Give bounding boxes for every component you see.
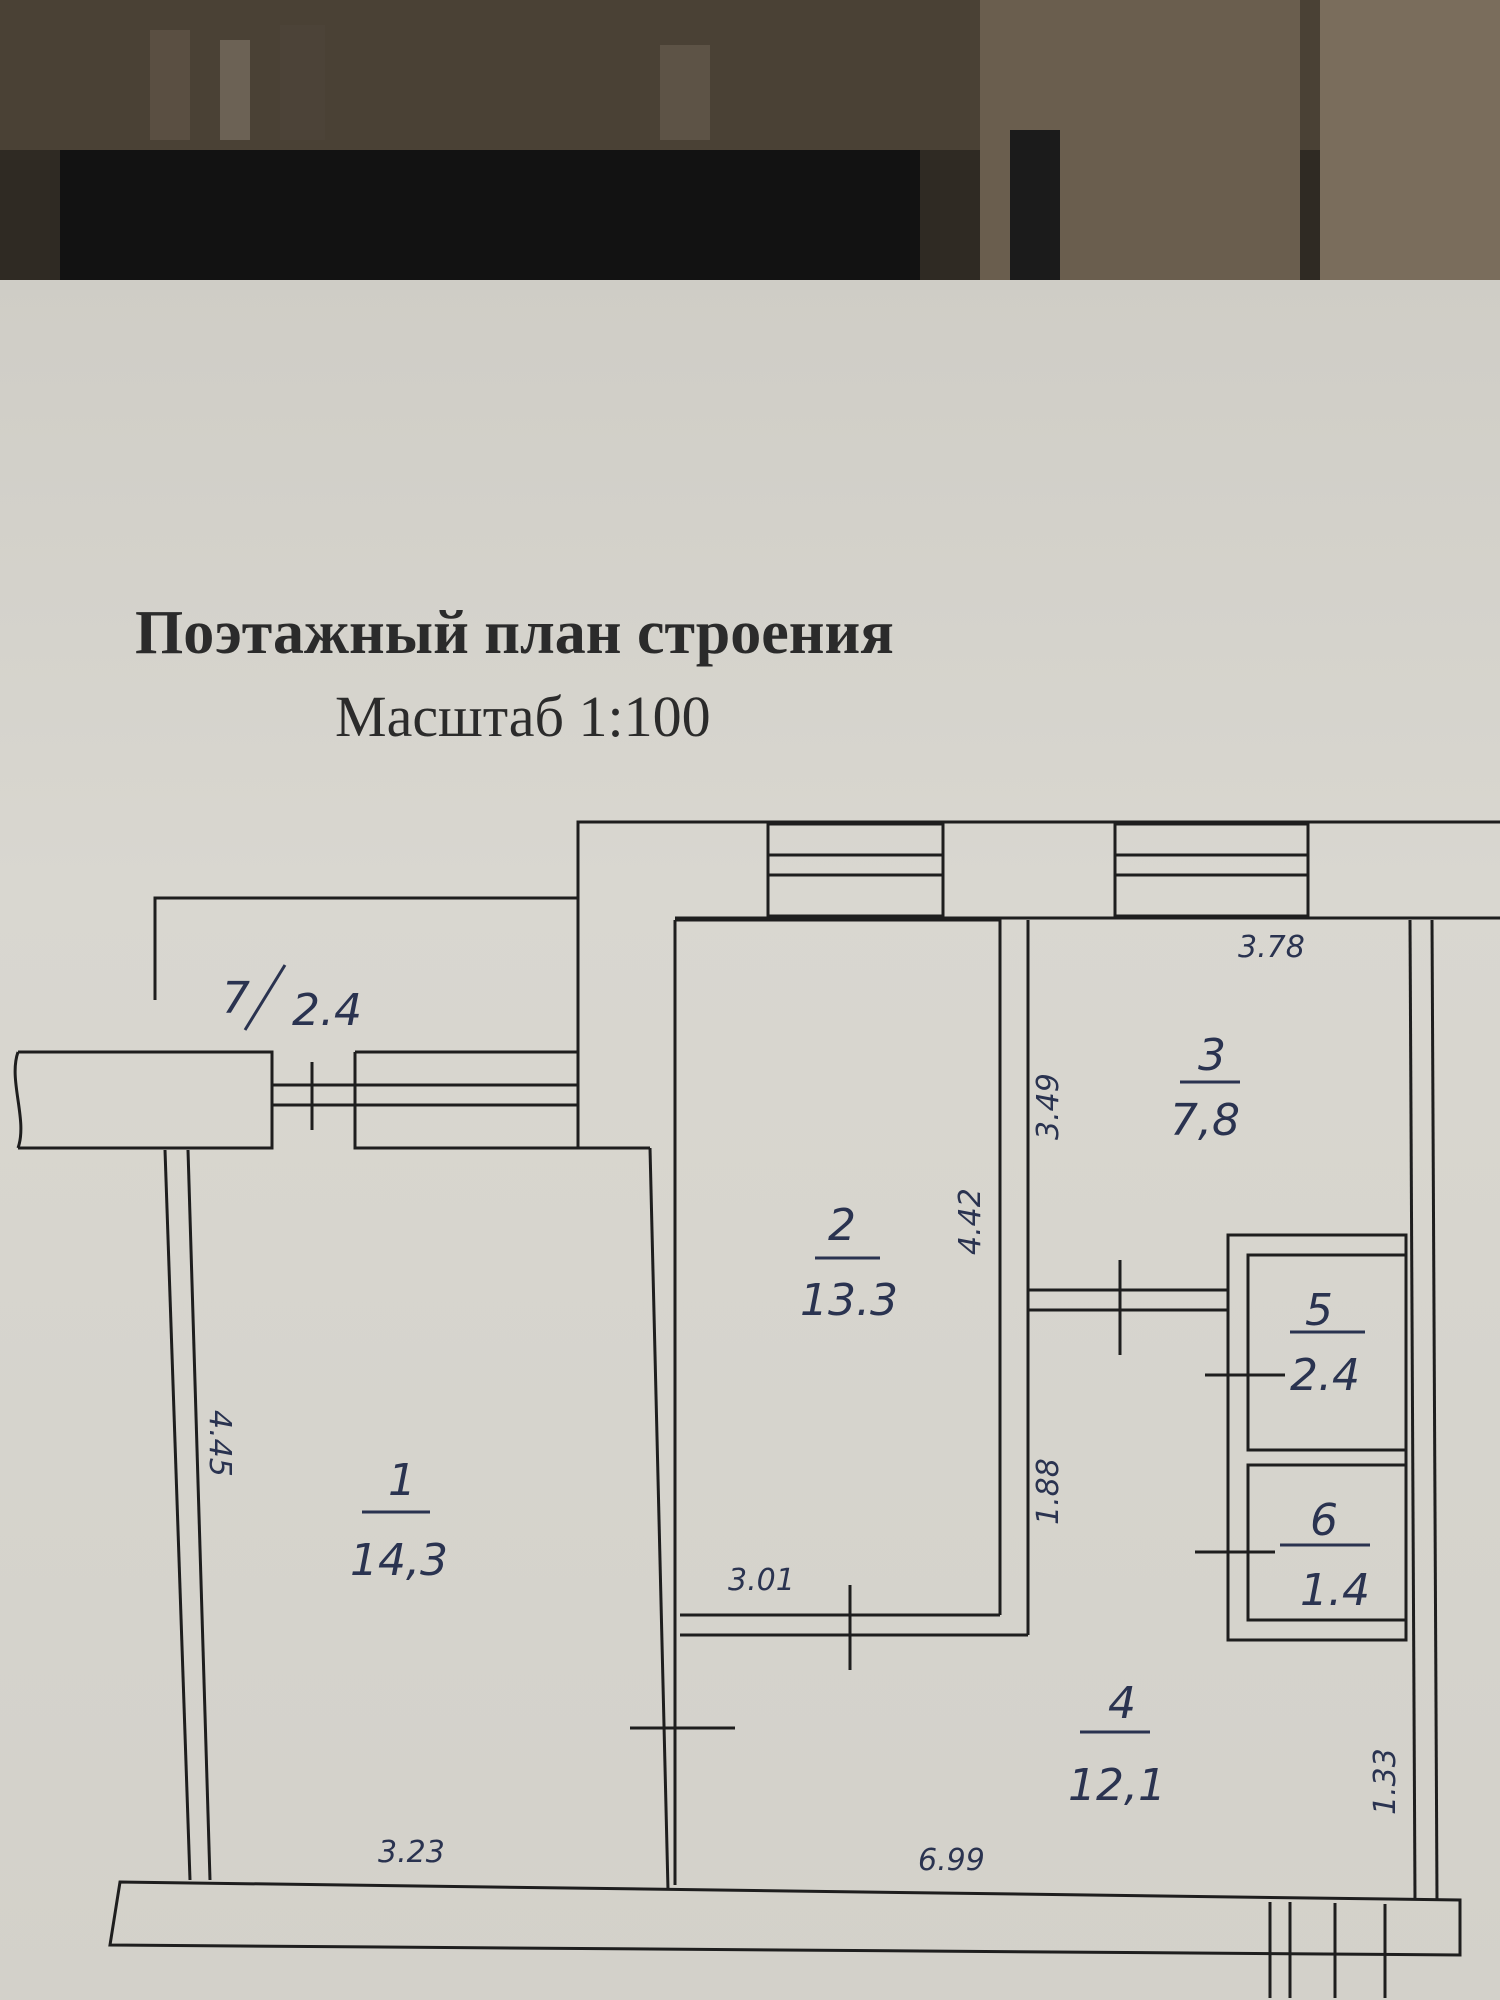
dim-room3-height: 3.49 <box>1031 1073 1066 1140</box>
room1-number: 1 <box>388 1455 416 1506</box>
room5-number: 5 <box>1305 1285 1333 1336</box>
room7-area: 2.4 <box>292 985 362 1036</box>
room5-area: 2.4 <box>1290 1350 1360 1401</box>
dim-room3-width: 3.78 <box>1238 930 1305 965</box>
dim-room2-width: 3.01 <box>728 1563 795 1598</box>
room4-area: 12,1 <box>1068 1760 1166 1811</box>
room6-box <box>1246 1463 1408 1622</box>
room6-number: 6 <box>1310 1495 1338 1546</box>
room7-number: 7 <box>222 973 250 1024</box>
room6-area: 1.4 <box>1300 1565 1370 1616</box>
page-title: Поэтажный план строения <box>135 599 894 667</box>
wall-bottom <box>108 1880 1462 1957</box>
room2-number: 2 <box>828 1200 856 1251</box>
background-shelf <box>0 0 1500 300</box>
dim-corridor: 1.88 <box>1031 1458 1066 1525</box>
window-top-2 <box>1113 822 1310 918</box>
walls <box>13 820 1500 1998</box>
room4-number: 4 <box>1108 1678 1136 1729</box>
wall-room1-left <box>163 1149 192 1881</box>
wall-top-left <box>153 896 578 1000</box>
window-top-1 <box>766 822 945 918</box>
paper-sheet <box>0 280 1500 2000</box>
room2-area: 13.3 <box>800 1275 898 1326</box>
wall-room1-right <box>648 1147 670 1891</box>
balcony-outline <box>18 1050 274 1150</box>
room3-area: 7,8 <box>1170 1095 1240 1146</box>
room1-area: 14,3 <box>350 1535 448 1586</box>
wall-top-outer <box>576 820 1500 1148</box>
dim-hall-length: 6.99 <box>918 1843 985 1878</box>
dim-hall-right: 1.33 <box>1368 1748 1403 1815</box>
room3-number: 3 <box>1198 1030 1226 1081</box>
scale-label: Масштаб 1:100 <box>335 684 711 749</box>
dim-room2-height: 4.42 <box>953 1188 988 1255</box>
dim-room1-height: 4.45 <box>202 1410 237 1477</box>
dim-room1-width: 3.23 <box>378 1835 445 1870</box>
